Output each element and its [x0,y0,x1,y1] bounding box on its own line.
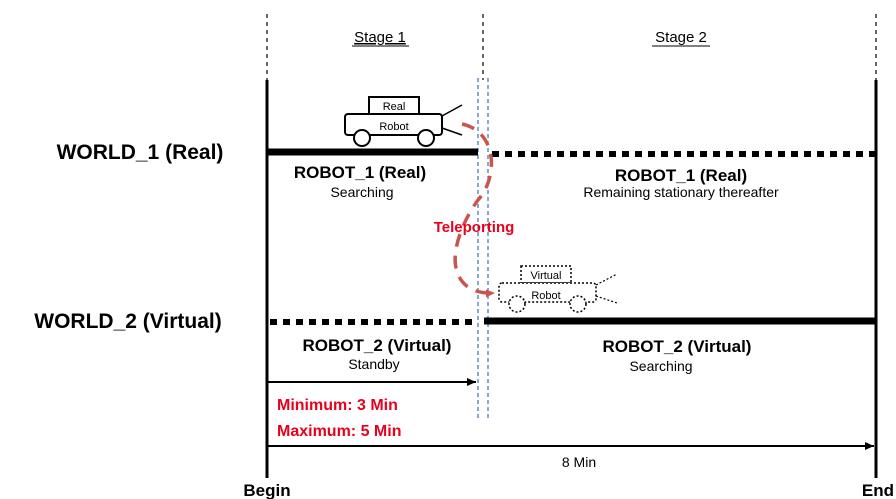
real-robot-icon: Real Robot [345,97,462,146]
total-duration-label: 8 Min [562,454,596,470]
stage-2-label: Stage 2 [655,29,707,46]
robot-2-stage-2-name: ROBOT_2 (Virtual) [603,337,752,356]
robot-1-stage-1-state: Searching [330,184,393,200]
virtual-robot-icon-top-text: Virtual [531,270,562,282]
virtual-robot-icon: Virtual Robot [499,266,617,312]
virtual-robot-icon-bottom-text: Robot [531,290,560,302]
stage-1-label: Stage 1 [354,29,406,46]
robot-2-stage-2-state: Searching [629,358,692,374]
robot-1-stage-2-state: Remaining stationary thereafter [583,184,779,200]
maximum-duration-label: Maximum: 5 Min [277,423,401,440]
begin-label: Begin [243,481,290,499]
world-2-label: WORLD_2 (Virtual) [34,310,221,333]
real-robot-icon-bottom-text: Robot [379,121,408,133]
robot-2-stage-1-state: Standby [348,356,399,372]
world-1-label: WORLD_1 (Real) [57,141,224,164]
minimum-duration-label: Minimum: 3 Min [277,397,398,414]
robot-1-stage-2-name: ROBOT_1 (Real) [615,166,747,185]
real-robot-icon-top-text: Real [383,101,406,113]
end-label: End [862,481,894,499]
robot-1-stage-1-name: ROBOT_1 (Real) [294,163,426,182]
robot-2-stage-1-name: ROBOT_2 (Virtual) [303,336,452,355]
teleporting-label: Teleporting [434,219,515,236]
